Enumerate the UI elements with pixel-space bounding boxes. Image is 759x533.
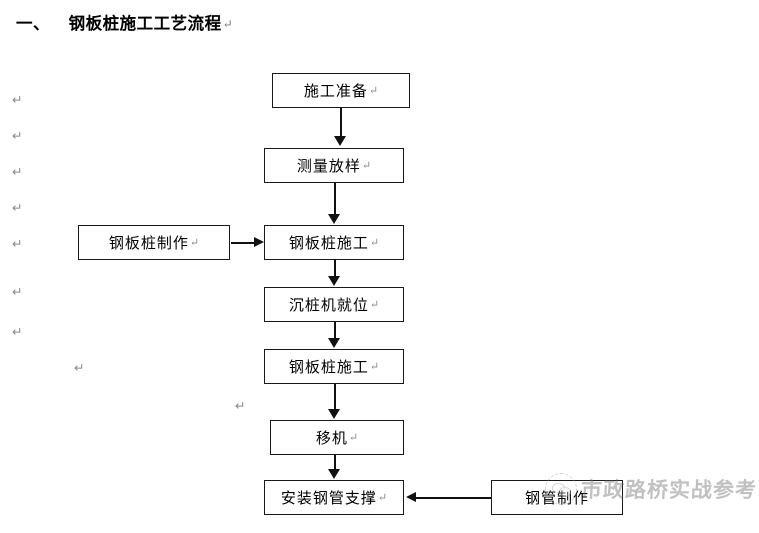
return-mark: ↵: [12, 285, 23, 299]
flow-node-label: 钢管制作: [524, 491, 589, 507]
flow-node-pile-driver-positioning[interactable]: 沉桩机就位↵: [264, 287, 404, 322]
connector-line-n6-n7: [334, 384, 336, 410]
page-title-text: 钢板桩施工工艺流程: [68, 14, 222, 33]
pilcrow-mark: ↵: [369, 237, 380, 249]
pilcrow-mark: ↵: [377, 492, 388, 504]
flow-node-sheet-pile-construction-2[interactable]: 钢板桩施工↵: [264, 349, 404, 384]
flow-node-construction-preparation[interactable]: 施工准备↵: [272, 73, 410, 108]
flow-node-label: 测量放样: [296, 159, 361, 175]
return-mark: ↵: [12, 165, 23, 179]
return-mark: ↵: [12, 129, 23, 143]
pilcrow-mark: ↵: [368, 85, 379, 97]
pilcrow-mark: ↵: [369, 299, 380, 311]
flow-node-steel-pipe-fabrication[interactable]: 钢管制作: [491, 480, 623, 515]
arrow-head-n5-n6: [328, 338, 340, 348]
flow-node-machine-relocation[interactable]: 移机↵: [270, 420, 404, 455]
connector-line-n9-n8: [416, 497, 492, 499]
pilcrow-mark: ↵: [369, 361, 380, 373]
flow-node-survey-setting-out[interactable]: 测量放样↵: [264, 148, 404, 183]
flow-node-label: 钢板桩制作: [108, 236, 189, 252]
return-mark: ↵: [12, 325, 23, 339]
flow-node-label: 钢板桩施工: [288, 236, 369, 252]
arrow-head-n7-n8: [328, 469, 340, 479]
arrow-head-n9-n8: [406, 491, 416, 502]
page-title: 一、 钢板桩施工工艺流程↵: [16, 10, 233, 34]
return-mark: ↵: [235, 399, 246, 413]
flow-node-label: 钢板桩施工: [288, 360, 369, 376]
flow-node-install-steel-pipe-support[interactable]: 安装钢管支撑↵: [264, 480, 404, 515]
return-mark: ↵: [12, 93, 23, 107]
connector-line-n1-n2: [340, 108, 342, 137]
connector-line-n4-n5: [334, 260, 336, 277]
pilcrow-mark: ↵: [361, 160, 372, 172]
connector-line-n7-n8: [334, 455, 336, 470]
return-mark: ↵: [74, 361, 85, 375]
connector-line-n3-n4: [231, 242, 256, 244]
arrow-head-n3-n4: [254, 236, 264, 247]
arrow-head-n6-n7: [328, 409, 340, 419]
pilcrow-mark: ↵: [222, 17, 234, 31]
flow-node-label: 沉桩机就位: [288, 298, 369, 314]
arrow-head-n1-n2: [334, 136, 346, 146]
pilcrow-mark: ↵: [189, 237, 200, 249]
flow-node-label: 移机: [315, 431, 348, 447]
page-title-number: 一、: [16, 14, 50, 33]
arrow-head-n2-n4: [328, 214, 340, 224]
connector-line-n2-n4: [334, 183, 336, 214]
flow-node-sheet-pile-fabrication[interactable]: 钢板桩制作↵: [78, 225, 230, 260]
connector-line-n5-n6: [334, 322, 336, 339]
flow-node-label: 施工准备: [303, 84, 368, 100]
arrow-head-n4-n5: [328, 276, 340, 286]
flow-node-label: 安装钢管支撑: [280, 491, 377, 507]
return-mark: ↵: [12, 201, 23, 215]
flow-node-sheet-pile-construction-1[interactable]: 钢板桩施工↵: [264, 225, 404, 260]
return-mark: ↵: [12, 237, 23, 251]
pilcrow-mark: ↵: [348, 432, 359, 444]
